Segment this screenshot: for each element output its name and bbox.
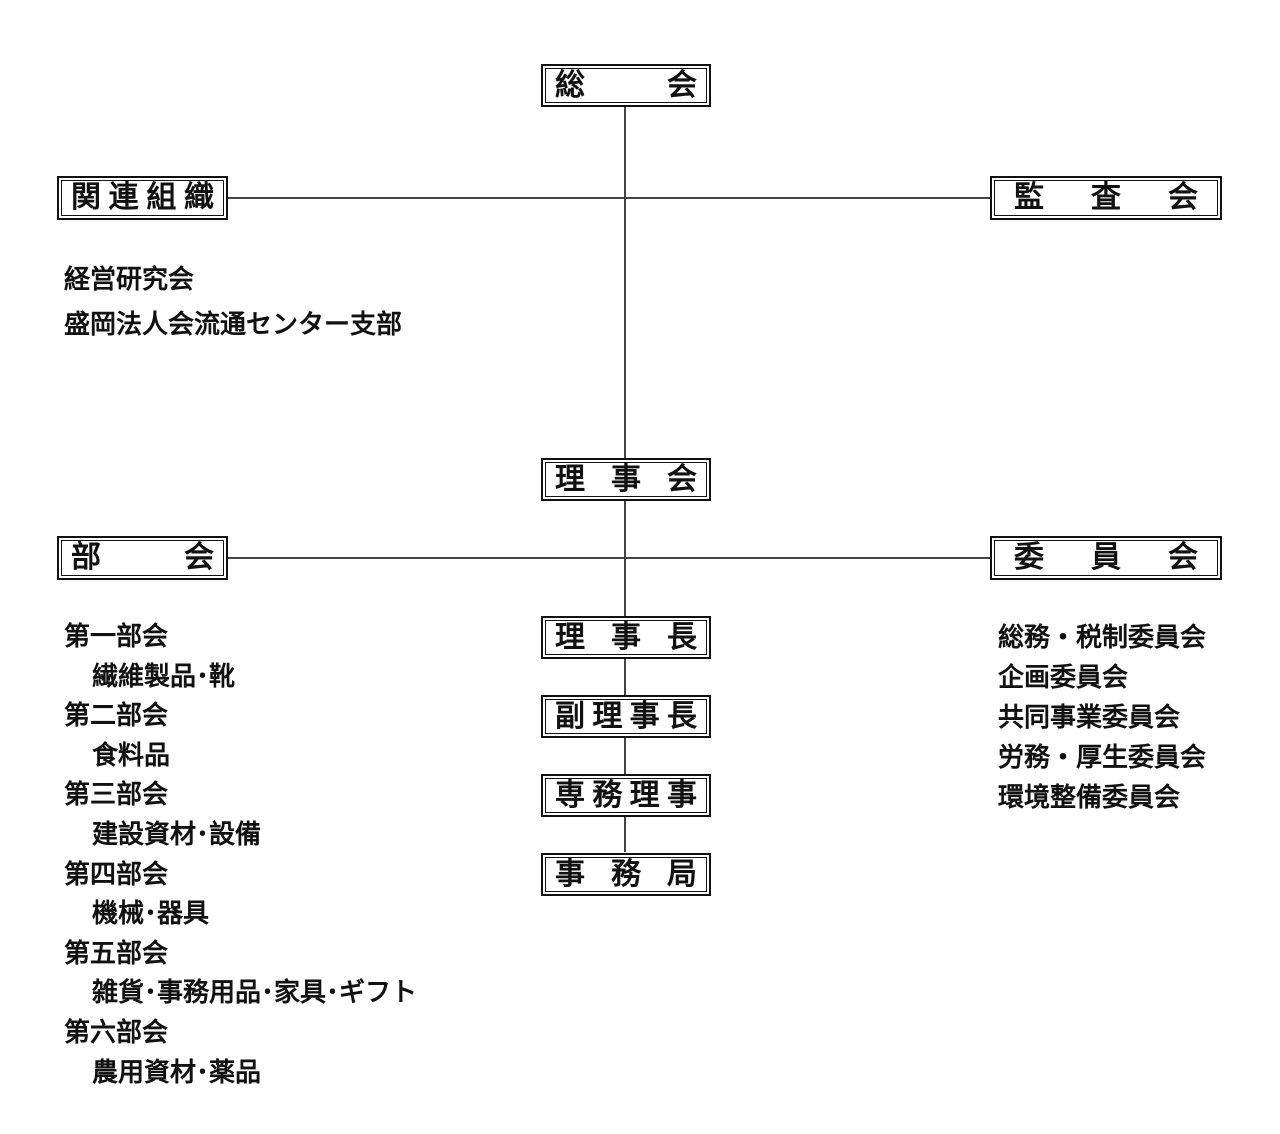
node-iinkai: 委 員 会 [990, 536, 1222, 580]
node-jimukyoku: 事 務 局 [541, 853, 711, 896]
list-item: 共同事業委員会 [998, 703, 1181, 733]
related-org-list: 経営研究会 盛岡法人会流通センター支部 [64, 258, 402, 348]
node-bukai-char: 部 [71, 540, 101, 575]
node-senmuriji-char: 事 [666, 777, 697, 813]
node-rijicho-char: 事 [611, 619, 641, 655]
list-item: 環境整備委員会 [998, 783, 1181, 813]
node-rijikai-char: 事 [611, 461, 641, 497]
node-senmuriji-char: 理 [629, 777, 660, 813]
list-item: 経営研究会 [64, 265, 195, 295]
bukai-desc: 繊維製品･靴 [92, 661, 236, 692]
node-rijicho-char: 長 [667, 619, 697, 655]
bukai-desc: 雑貨･事務用品･家具･ギフト [92, 978, 418, 1009]
node-fukurijicho: 副 理 事 長 [541, 695, 711, 738]
node-fukurijicho-char: 理 [592, 698, 623, 734]
node-senmuriji-char: 専 [555, 777, 585, 813]
node-fukurijicho-char: 副 [555, 698, 585, 734]
node-jimukyoku-char: 局 [667, 856, 697, 892]
node-kansakai: 監 査 会 [990, 176, 1222, 220]
iinkai-list: 総務・税制委員会 企画委員会 共同事業委員会 労務・厚生委員会 環境整備委員会 [998, 618, 1206, 818]
bukai-desc: 建設資材･設備 [92, 819, 262, 850]
node-kanren-char: 連 [108, 180, 139, 215]
node-kanren-char: 組 [146, 180, 177, 215]
bukai-desc: 農用資材･薬品 [92, 1057, 262, 1088]
node-kanren-char: 関 [71, 180, 101, 215]
bukai-name: 第三部会 [64, 780, 169, 811]
node-jimukyoku-char: 事 [555, 856, 585, 892]
bukai-name: 第四部会 [64, 859, 169, 890]
bukai-desc: 食料品 [92, 740, 171, 771]
branch-line-bukai-iinkai [228, 557, 990, 559]
node-jimukyoku-char: 務 [611, 856, 641, 892]
node-rijicho-char: 理 [555, 619, 585, 655]
trunk-line-upper [624, 106, 626, 458]
bukai-list: 第一部会 繊維製品･靴 第二部会 食料品 第三部会 建設資材･設備 第四部会 機… [64, 618, 417, 1093]
node-kanren-soshiki: 関 連 組 織 [57, 176, 228, 220]
list-item: 盛岡法人会流通センター支部 [64, 310, 403, 340]
bukai-desc: 機械･器具 [92, 899, 210, 930]
node-fukurijicho-char: 長 [666, 698, 697, 734]
node-kansa-char: 査 [1091, 180, 1121, 215]
node-kansa-char: 会 [1168, 180, 1198, 215]
node-soukai-char: 総 [555, 67, 585, 103]
bukai-name: 第一部会 [64, 622, 169, 652]
bukai-name: 第二部会 [64, 701, 169, 732]
node-iinkai-char: 委 [1014, 540, 1044, 575]
bukai-name: 第六部会 [64, 1017, 169, 1048]
list-item: 労務・厚生委員会 [998, 743, 1207, 773]
trunk-line-lower [624, 500, 626, 852]
list-item: 総務・税制委員会 [998, 623, 1207, 653]
node-kanren-char: 織 [183, 180, 214, 215]
node-rijikai-char: 会 [667, 461, 697, 497]
node-bukai: 部 会 [57, 536, 228, 580]
node-senmuriji: 専 務 理 事 [541, 774, 711, 817]
node-soukai: 総 会 [541, 64, 711, 107]
node-iinkai-char: 員 [1091, 540, 1121, 575]
node-kansa-char: 監 [1014, 180, 1044, 215]
node-iinkai-char: 会 [1168, 540, 1198, 575]
node-soukai-char: 会 [667, 67, 697, 103]
branch-line-kanren-kansa [228, 197, 990, 199]
list-item: 企画委員会 [998, 663, 1129, 693]
bukai-name: 第五部会 [64, 938, 169, 969]
node-bukai-char: 会 [184, 540, 214, 575]
node-senmuriji-char: 務 [592, 777, 623, 813]
node-rijikai-char: 理 [555, 461, 585, 497]
node-rijicho: 理 事 長 [541, 616, 711, 659]
node-rijikai: 理 事 会 [541, 458, 711, 501]
node-fukurijicho-char: 事 [629, 698, 660, 734]
